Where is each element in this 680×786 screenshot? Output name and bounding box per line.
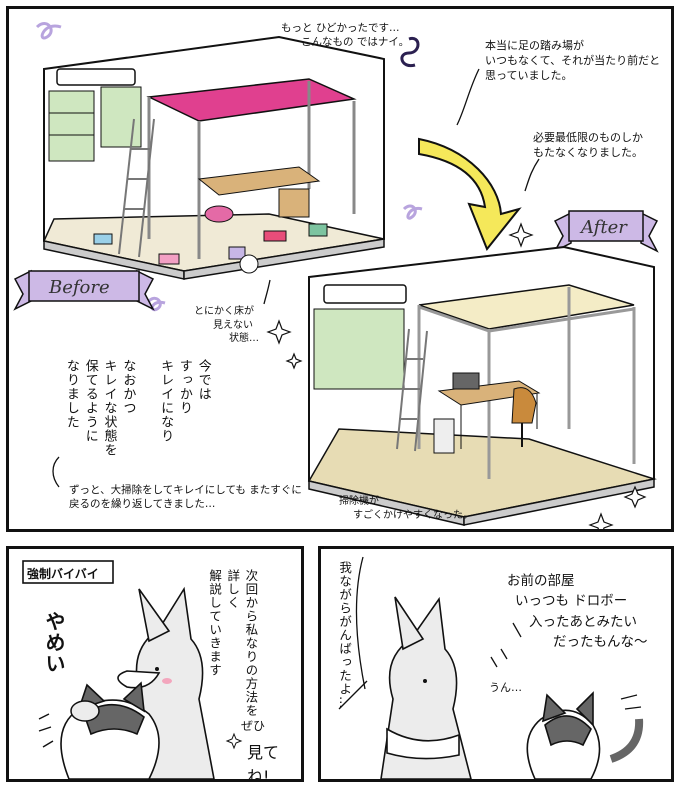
cat-character [526, 691, 644, 779]
fx-lines [490, 648, 508, 668]
fx-nod: うん… [489, 681, 522, 694]
note-floor: とにかく床が 見えない 状態… [194, 306, 259, 344]
fx-look: 見てね! [247, 743, 280, 782]
squiggle-icon [402, 204, 423, 220]
speech-bubble-edge [355, 556, 366, 690]
squiggle-icon [400, 36, 420, 68]
before-banner [13, 269, 155, 311]
panel3-art [338, 556, 644, 779]
forced-bye-tag: 強制バイバイ [27, 567, 99, 581]
clean-room-illustration [307, 245, 657, 526]
fox-speech: 次回から私なりの方法を 詳しく 解説していきます [207, 569, 259, 718]
note-vacuum: 掃除機が すごくかけやすくなった。 [339, 496, 473, 521]
sparkle-icon [266, 319, 292, 345]
fox-eye [155, 667, 159, 671]
sparkle-icon [508, 222, 534, 248]
sparkle-icon [225, 732, 243, 750]
leader-line [52, 456, 60, 488]
note-bottom: ずっと、大掃除をしてキレイにしても またすぐに 戻るのを繰り返してきました… [69, 484, 302, 511]
tag-box [22, 560, 114, 584]
squiggle-icon [35, 22, 62, 40]
fox-speech-proud: 我ながらがんばったよ… [337, 561, 353, 710]
fox-hand [70, 700, 100, 722]
main-narration: 今では すっかり キレイになり なおかつ キレイな状態を 保てるように なりまし… [63, 359, 211, 457]
panel-before-after: Before After [6, 6, 674, 532]
motion-lines [38, 713, 54, 748]
panel1-art: Before After [13, 22, 659, 529]
label-before: Before [48, 277, 110, 298]
cat-shout: やめい [42, 611, 66, 674]
panel-fox-and-cat-1: 強制バイバイ 次回から私なりの方法を 詳しく 解説していきます やめい ぜひ 見… [6, 546, 304, 782]
panel2-art [22, 560, 243, 779]
sparkle-icon [285, 352, 303, 370]
leader-line [263, 279, 271, 305]
leader-line [524, 158, 540, 192]
fx-lines [512, 622, 642, 710]
fox-blush [162, 678, 172, 684]
note-top: もっと ひどかったです… こんなもの ではナイ。 [281, 22, 410, 49]
panel-fox-and-cat-2: 我ながらがんばったよ… うん… お前の部屋 いっつも ドロボー 入ったあとみたい… [318, 546, 674, 782]
bubble-tail [338, 680, 368, 710]
sparkle-icons [266, 222, 647, 529]
arrow-down-icon [418, 137, 522, 251]
after-banner [553, 210, 659, 253]
sparkle-icon [623, 485, 647, 509]
note-right-1: 本当に足の踏み場が いつもなくて、それが当たり前だと 思っていました。 [485, 39, 661, 82]
fx-please: ぜひ [241, 719, 266, 733]
fox-character [380, 596, 472, 779]
messy-room-illustration [42, 35, 385, 280]
squiggle-icon [147, 296, 166, 312]
fox-eye [423, 679, 427, 683]
cat-speech: お前の部屋 いっつも ドロボー 入ったあとみたい だったもんな〜 [507, 573, 648, 650]
note-right-2: 必要最低限のものしか もたなくなりました。 [533, 131, 643, 159]
leader-line [456, 68, 480, 126]
label-after: After [579, 217, 628, 238]
sparkle-icon [588, 512, 614, 529]
